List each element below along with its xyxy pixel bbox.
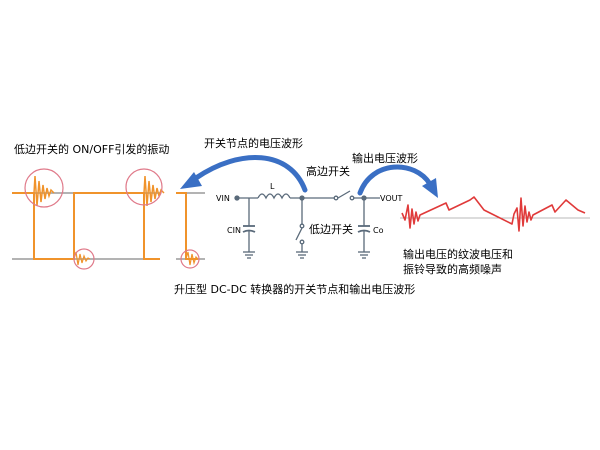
switch-node-arrowhead	[180, 172, 202, 189]
inductor-coil	[257, 193, 291, 200]
output-noise-caption-line-2: 振铃导致的高频噪声	[403, 263, 502, 276]
ringing-low	[73, 251, 91, 266]
low-side-switch-label: 低边开关	[309, 223, 353, 236]
switch-node-arrow	[193, 155, 308, 193]
high-side-switch-blade	[337, 190, 351, 199]
vin-label: VIN	[216, 194, 230, 203]
ringing-highlight-circle	[180, 249, 200, 269]
cin-label: CIN	[227, 226, 241, 235]
output-wave-arrowhead	[422, 178, 438, 198]
vout-label: VOUT	[380, 194, 403, 203]
output-ripple-wave	[401, 196, 586, 232]
ringing-highlight-circle	[125, 168, 163, 206]
boost-converter-circuit	[234, 190, 380, 259]
output-voltage-waveform	[400, 196, 590, 232]
switch-node-waveform	[12, 168, 165, 270]
ground-symbol	[296, 251, 308, 259]
output-wave-caption: 输出电压波形	[352, 152, 418, 165]
output-wave-arrow	[357, 164, 433, 196]
ground-symbol	[243, 251, 255, 259]
ringing-highlight-circle	[24, 168, 64, 208]
ringing-caption: 低边开关的 ON/OFF引发的振动	[14, 143, 170, 156]
co-label: Co	[373, 226, 384, 235]
ringing-highlight-circle	[73, 248, 95, 270]
ringing-high-2	[143, 175, 165, 207]
figure-caption: 升压型 DC-DC 转换器的开关节点和输出电压波形	[174, 283, 416, 296]
cin-plate-curved	[242, 229, 256, 233]
switch-node-caption: 开关节点的电压波形	[204, 137, 303, 150]
co-plate-curved	[357, 229, 371, 233]
curved-arrows	[180, 155, 438, 198]
ringing-high-1	[33, 175, 55, 207]
low-side-switch-blade	[295, 227, 303, 241]
zoomed-switch-node-snippet	[176, 192, 205, 269]
inductor-label: L	[270, 182, 275, 191]
output-noise-caption-line-1: 输出电压的纹波电压和	[403, 248, 513, 261]
ground-symbol	[358, 251, 370, 259]
high-side-switch-label: 高边开关	[306, 165, 350, 178]
